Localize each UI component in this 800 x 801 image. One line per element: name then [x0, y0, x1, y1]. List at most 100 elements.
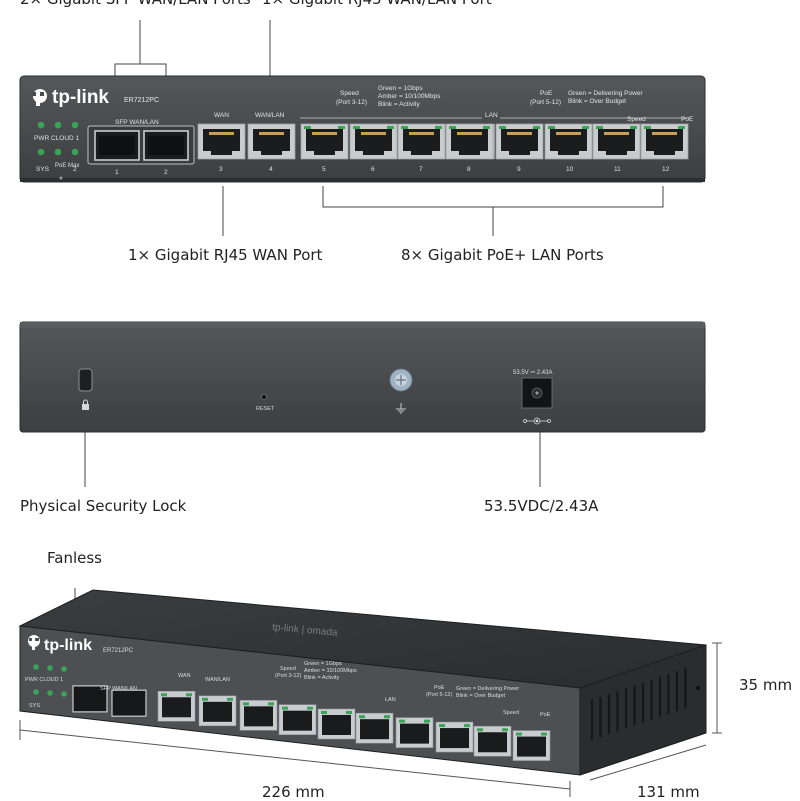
speed-led-icon: [304, 126, 311, 129]
lan-label: LAN: [485, 112, 498, 119]
dimension-width: 226 mm: [262, 783, 325, 801]
speed-led-icon: [499, 126, 506, 129]
speed-led-icon: [449, 126, 456, 129]
port-number: 5: [322, 166, 326, 173]
speed-led-icon: [548, 126, 555, 129]
iso-led-icon: [47, 690, 53, 696]
brand-logo-text: tp-link: [52, 87, 109, 108]
speed-led-icon: [644, 126, 651, 129]
svg-text:SFP WAN/LAN: SFP WAN/LAN: [100, 686, 137, 692]
sfp-port[interactable]: [94, 130, 140, 161]
svg-text:LAN: LAN: [385, 697, 396, 703]
speed-legend: Speed (Port 3-12) Green = 1Gbps Amber = …: [336, 85, 441, 108]
iso-sfp-port: [111, 689, 147, 717]
port-number: 4: [269, 166, 273, 173]
sfp-port[interactable]: [143, 130, 189, 161]
poe-led-icon: [582, 126, 589, 129]
iso-sfp-port: [72, 685, 108, 713]
svg-text:Speed: Speed: [280, 666, 296, 672]
svg-text:Speed: Speed: [503, 710, 519, 716]
rj45-port[interactable]: [495, 123, 544, 160]
iso-logo: tp-link ER7212PC: [28, 635, 134, 654]
callout-sfp-ports: 2× Gigabit SFP WAN/LAN Ports: [20, 0, 251, 8]
poe-led-icon: [533, 126, 540, 129]
poe-led-icon: [630, 126, 637, 129]
speed-legend-amber: Amber = 10/100Mbps: [378, 93, 441, 100]
dimension-depth: 131 mm: [637, 783, 700, 801]
speed-led-icon: [401, 126, 408, 129]
rj45-port[interactable]: [397, 123, 446, 160]
led-sys-icon: [37, 148, 45, 156]
reset-button[interactable]: [261, 394, 267, 400]
rj45-port[interactable]: [349, 123, 398, 160]
poe-legend-range: (Port 5-12): [530, 99, 561, 106]
led-2-icon: [71, 148, 79, 156]
svg-text:(Port 5-12): (Port 5-12): [426, 692, 452, 698]
svg-text:Blink = Activity: Blink = Activity: [304, 675, 340, 681]
svg-text:PWR CLOUD 1: PWR CLOUD 1: [25, 677, 63, 683]
svg-text:PoE: PoE: [434, 685, 445, 691]
speed-led-icon: [353, 126, 360, 129]
poe-led-icon: [678, 126, 685, 129]
svg-text:WAN: WAN: [178, 673, 191, 679]
callout-fanless: Fanless: [47, 549, 102, 567]
sfp-group-label: SFP WAN/LAN: [115, 119, 159, 126]
power-rating-label: 53.5V ⎓ 2.43A: [513, 370, 552, 376]
poe-led-icon: [338, 126, 345, 129]
led-2-label: 2: [73, 166, 77, 173]
port-number: 9: [517, 166, 521, 173]
iso-brand-text: tp-link: [44, 637, 92, 654]
speed-led-icon: [596, 126, 603, 129]
isometric-view: tp-link | omada tp-link ER7212PC Speed (…: [18, 588, 722, 797]
port-number: 10: [566, 166, 574, 173]
tplink-logo: tp-link: [32, 87, 109, 108]
svg-text:Blink = Over Budget: Blink = Over Budget: [456, 693, 506, 699]
rj45-port[interactable]: [445, 123, 494, 160]
model-label: ER7212PC: [124, 97, 159, 104]
port-number: 1: [115, 169, 119, 176]
port-number: 7: [419, 166, 423, 173]
poe-legend: PoE (Port 5-12) Green = Delivering Power…: [530, 90, 643, 106]
poe-led-icon: [387, 126, 394, 129]
back-panel: RESET 53.5V ⎓ 2.43A: [19, 321, 706, 487]
led-pwr-icon: [37, 121, 45, 129]
rj45-port[interactable]: [197, 123, 246, 160]
side-vents: [590, 668, 687, 740]
front-ports: [94, 123, 689, 161]
iso-legends: Speed (Port 3-12) Green = 1Gbps Amber = …: [25, 661, 551, 718]
dimension-lines: [19, 642, 722, 797]
led-row1-label: PWR CLOUD 1: [34, 135, 80, 142]
led-sys-label: SYS: [36, 166, 50, 173]
poe-led-icon: [435, 126, 442, 129]
led-cloud-icon: [54, 121, 62, 129]
svg-text:PoE: PoE: [540, 712, 551, 718]
svg-text:WAN/LAN: WAN/LAN: [205, 677, 230, 683]
rj45-port[interactable]: [247, 123, 296, 160]
rj45-port[interactable]: [544, 123, 593, 160]
svg-text:(Port 3-12): (Port 3-12): [275, 673, 301, 679]
port-number: 11: [614, 166, 621, 173]
security-lock-slot: [78, 368, 93, 392]
poe-legend-green: Green = Delivering Power: [568, 90, 643, 97]
port-number: 6: [371, 166, 375, 173]
polarity-icon: [523, 417, 551, 425]
speed-port-label: Speed: [627, 116, 646, 123]
port-number: 8: [467, 166, 471, 173]
rj45-port[interactable]: [640, 123, 689, 160]
front-panel: tp-link ER7212PC PWR CLOUD 1 SYS PoE Max…: [19, 20, 706, 236]
iso-model-label: ER7212PC: [103, 648, 134, 654]
port-number: 12: [662, 166, 670, 173]
led-poe-max-label: PoE Max: [55, 163, 79, 169]
callout-rj45-wan: 1× Gigabit RJ45 WAN Port: [128, 246, 323, 264]
iso-led-icon: [61, 691, 67, 697]
reset-label: RESET: [256, 406, 275, 412]
speed-legend-blink: Blink = Activity: [378, 101, 420, 108]
iso-led-icon: [33, 664, 39, 670]
wan-label: WAN: [214, 112, 229, 119]
speed-legend-range: (Port 3-12): [336, 99, 367, 106]
rj45-port[interactable]: [300, 123, 349, 160]
speed-legend-title: Speed: [340, 90, 359, 97]
rj45-port[interactable]: [592, 123, 641, 160]
